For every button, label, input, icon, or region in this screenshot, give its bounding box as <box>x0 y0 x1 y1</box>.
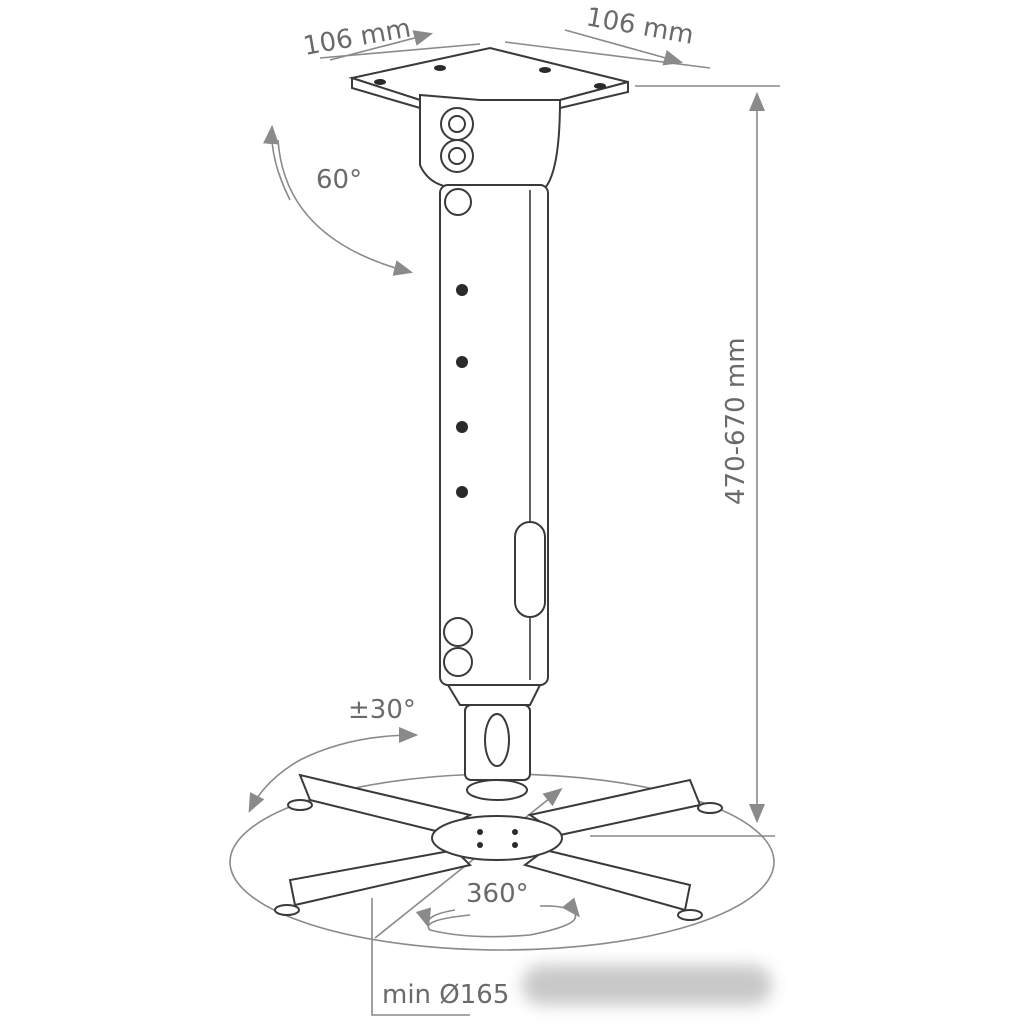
tilt-angle-label: 60° <box>316 165 362 195</box>
min-diameter-label: min Ø165 <box>382 980 509 1010</box>
projector-arms <box>274 773 723 921</box>
rotation-label: 360° <box>466 879 529 909</box>
swivel-joint <box>464 704 531 801</box>
height-range-label: 470-670 mm <box>721 337 751 505</box>
tilt-arc <box>263 124 414 276</box>
extension-pole <box>439 184 549 706</box>
height-dimension <box>590 85 780 837</box>
tilt-bracket <box>419 93 562 189</box>
blurred-watermark <box>522 965 772 1005</box>
plate-width-dimensions <box>319 29 711 69</box>
swivel-arc <box>248 727 419 813</box>
plate-width-right-label: 106 mm <box>584 2 696 50</box>
swivel-angle-label: ±30° <box>348 695 416 725</box>
